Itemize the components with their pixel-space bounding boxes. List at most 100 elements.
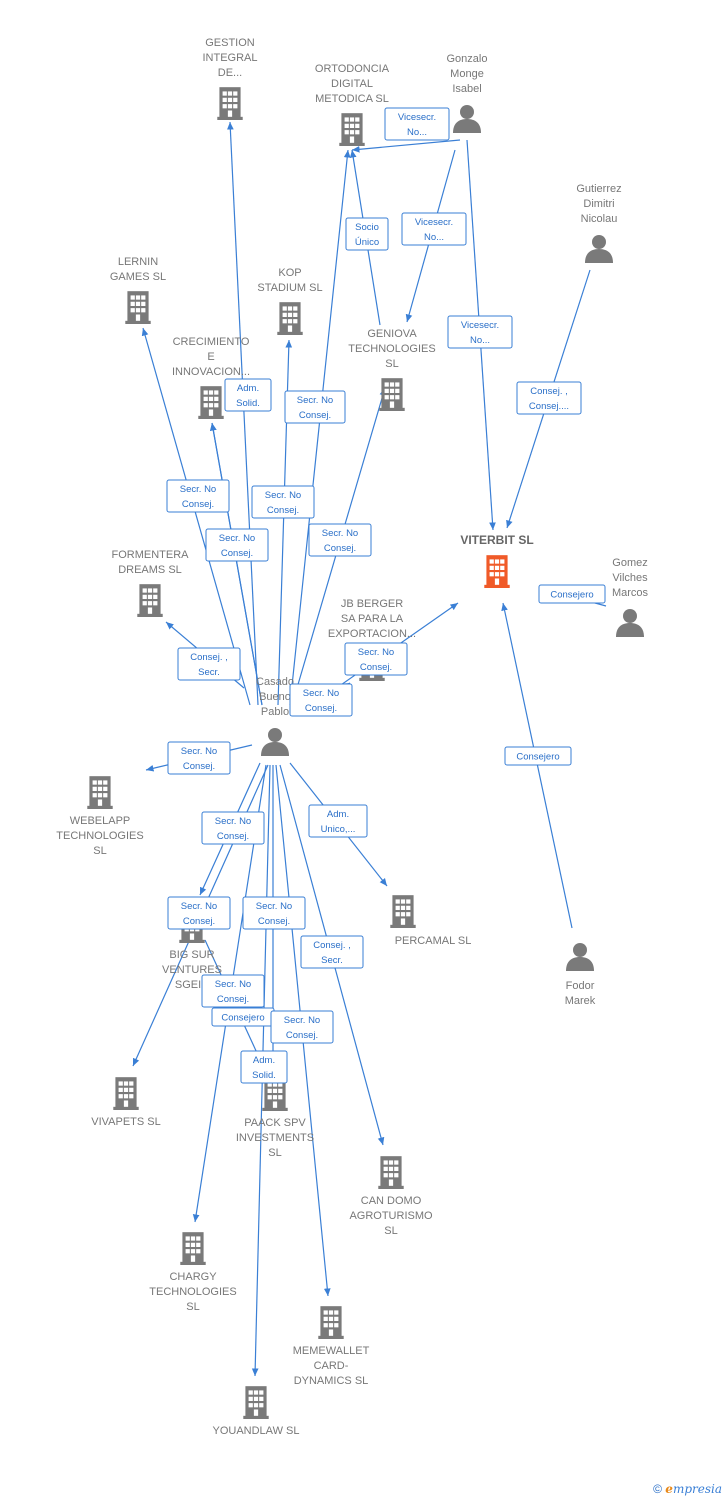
node-label: FORMENTERA (112, 549, 190, 561)
edge-label-box (504, 746, 572, 766)
edge-label-text: Secr. No (181, 901, 217, 912)
node-label: CHARGY (169, 1271, 217, 1283)
edge-label-gonzalo-to-geniova[interactable]: Vicesecr. No... (401, 212, 467, 246)
edge-label-text: Secr. No (322, 528, 358, 539)
edge-label-text: Consej. , (313, 940, 351, 951)
node-crecimiento[interactable]: CRECIMIENTOEINNOVACION... (172, 336, 250, 419)
edge-label-gomez-to-viterbit[interactable]: Consejero (538, 584, 606, 604)
edge-label-text: Secr. No (284, 1015, 320, 1026)
edge-label-casado-to-formentera[interactable]: Consej. ,Secr. (177, 647, 241, 681)
node-gestion[interactable]: GESTIONINTEGRALDE... (202, 37, 258, 120)
edge-label-box (284, 390, 346, 424)
node-label: SL (186, 1301, 199, 1313)
edge-label-box (401, 212, 467, 246)
edge-label-fodor-to-viterbit[interactable]: Consejero (504, 746, 572, 766)
node-vivapets[interactable]: VIVAPETS SL (91, 1077, 161, 1128)
edge-label-text: Consej.... (529, 401, 569, 412)
node-label: CRECIMIENTO (173, 336, 250, 348)
node-label: SL (385, 358, 398, 370)
edge-label-gonzalo-to-ortodoncia[interactable]: Vicesecr.No... (384, 107, 450, 141)
footer-brand: © empresia (653, 1482, 722, 1496)
node-label: TECHNOLOGIES (56, 830, 143, 842)
node-label: VIVAPETS SL (91, 1116, 161, 1128)
edge-label-casado-to-candomo[interactable]: Consej. ,Secr. (300, 935, 364, 969)
node-label: Casado (256, 676, 294, 688)
edge-label-box (300, 935, 364, 969)
node-label: DE... (218, 67, 242, 79)
edge-label-text: No... (424, 232, 444, 243)
edge-label-text: Consej. (286, 1030, 318, 1041)
node-label: TECHNOLOGIES (348, 343, 435, 355)
edge-label-text: Consejero (550, 590, 593, 601)
person-icon (616, 609, 644, 637)
node-viterbit[interactable]: VITERBIT SL (460, 533, 534, 588)
edge-label-text: Consej. (221, 548, 253, 559)
company-icon (243, 1386, 269, 1419)
node-label: WEBELAPP (70, 815, 131, 827)
edge-label-casado-to-memewallet[interactable]: Secr. No Consej. (270, 1010, 334, 1044)
node-label: INVESTMENTS (236, 1132, 314, 1144)
edge-label-gonzalo-to-viterbit[interactable]: Vicesecr.No... (447, 315, 513, 349)
edge-label-casado-to-crecimiento[interactable]: Adm.Solid. (224, 378, 272, 412)
node-label: Pablo (261, 706, 289, 718)
edge-label-text: Vicesecr. (415, 217, 453, 228)
node-label: Isabel (452, 83, 481, 95)
company-icon (390, 895, 416, 928)
brand-name: mpresia (672, 1482, 722, 1496)
edge-label-casado-to-percamal[interactable]: Adm.Unico,... (308, 804, 368, 838)
edge-label-text: Secr. No (358, 647, 394, 658)
edge-label-casado-to-youandlaw[interactable]: Adm.Solid. (240, 1050, 288, 1084)
edge-label-text: Consej. (324, 543, 356, 554)
edge-label-text: Secr. No (181, 746, 217, 757)
node-label: Vilches (612, 572, 648, 584)
node-label: Gomez (612, 557, 647, 569)
node-label: GAMES SL (110, 271, 166, 283)
node-label: SL (268, 1147, 281, 1159)
edge-label-text: Secr. No (297, 395, 333, 406)
node-label: AGROTURISMO (349, 1210, 433, 1222)
edge-label-gutierrez-to-viterbit[interactable]: Consej. ,Consej.... (516, 381, 582, 415)
company-icon (339, 113, 365, 146)
edge-casado-to-gestion (227, 121, 259, 706)
node-percamal[interactable]: PERCAMAL SL (390, 895, 471, 947)
main-company-icon (484, 555, 510, 588)
edge-label-casado-to-chargy[interactable]: Consejero (211, 1007, 275, 1027)
edge-label-text: Vicesecr. (461, 320, 499, 331)
node-youandlaw[interactable]: YOUANDLAW SL (212, 1386, 300, 1437)
edge-label-box (201, 811, 265, 845)
company-icon (217, 87, 243, 120)
edge-label-text: Consej. (217, 831, 249, 842)
edge-casado-to-ortodoncia (289, 149, 351, 706)
edge-label-casado-to-geniova[interactable]: Secr. No Consej. (308, 523, 372, 557)
node-label: INTEGRAL (202, 52, 257, 64)
